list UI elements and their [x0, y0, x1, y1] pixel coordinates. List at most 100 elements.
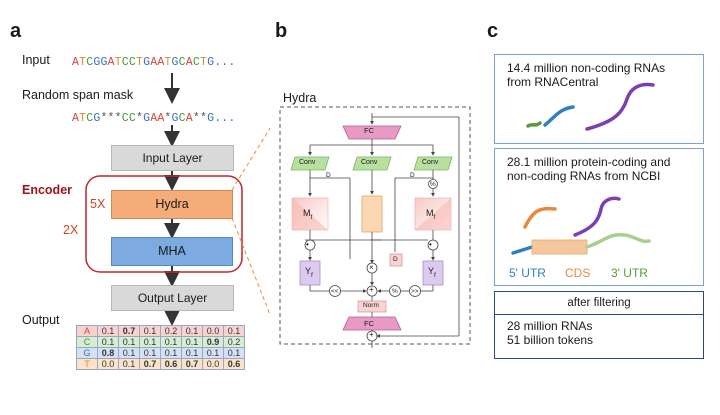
- mask-label: Random span mask: [22, 88, 134, 102]
- d-small-label: D: [393, 256, 398, 263]
- m-right-triangle: [415, 198, 451, 230]
- input-sequence-char: G: [207, 56, 215, 69]
- input-sequence-char: C: [121, 56, 129, 69]
- m-right-label: Mf: [426, 208, 435, 221]
- input-sequence-char: C: [178, 56, 186, 69]
- output-cell: 0.1: [223, 325, 245, 337]
- masked-sequence-char: C: [86, 112, 94, 125]
- filtering-line-1: 28 million RNAs: [507, 319, 593, 333]
- y-right-text: Y: [428, 266, 435, 276]
- ncrna-short-curve: [526, 121, 542, 128]
- gt-op-circle: [409, 285, 421, 297]
- m-right-text: M: [426, 208, 434, 218]
- utr5-segment: [511, 245, 534, 255]
- input-sequence-char: G: [171, 56, 179, 69]
- output-label: Output: [22, 313, 60, 327]
- masked-sequence-char: A: [72, 112, 80, 125]
- utr3-segment: [585, 232, 651, 249]
- hydra-frame: [279, 106, 471, 345]
- panel-letter-b: b: [275, 20, 288, 42]
- input-sequence-char: C: [86, 56, 94, 69]
- m-left-text: M: [303, 208, 311, 218]
- input-sequence-char: T: [79, 56, 87, 69]
- input-sequence-char: A: [185, 56, 193, 69]
- rnacentral-text: 14.4 million non-coding RNAs from RNACen…: [507, 61, 665, 89]
- d-left-label: D: [326, 172, 331, 179]
- shift2-label: %: [392, 288, 398, 295]
- output-cell: 0.1: [139, 336, 161, 348]
- encoder-frame: [85, 175, 243, 273]
- masked-sequence-char: G: [171, 112, 179, 125]
- ncbi-text: 28.1 million protein-coding and non-codi…: [507, 155, 670, 183]
- input-sequence: ATCGGATCCTGAATGCACTG...: [72, 56, 236, 69]
- ncrna-curves: [526, 82, 655, 131]
- masked-sequence-char: C: [178, 112, 186, 125]
- shift-op-label: %: [430, 181, 436, 188]
- d-right-label: D: [410, 172, 415, 179]
- dot-left-label: •: [306, 240, 309, 249]
- input-sequence-char: A: [107, 56, 115, 69]
- input-sequence-char: .: [228, 56, 236, 69]
- masked-sequence-char: A: [185, 112, 193, 125]
- input-sequence-char: T: [164, 56, 172, 69]
- masked-sequence-char: G: [207, 112, 215, 125]
- masked-sequence-char: T: [79, 112, 87, 125]
- fc-top-label: FC: [364, 126, 374, 135]
- input-sequence-char: T: [135, 56, 144, 69]
- input-label: Input: [22, 53, 50, 67]
- masked-sequence-char: *: [114, 112, 122, 125]
- input-sequence-char: G: [143, 56, 151, 69]
- fc-top-block: [342, 125, 402, 140]
- panel-a-arrows: [85, 73, 270, 326]
- y-left-label: Yf: [305, 266, 313, 279]
- panel-letter-a: a: [10, 20, 22, 42]
- input-sequence-char: A: [72, 56, 80, 69]
- output-cell: 0.1: [139, 347, 161, 359]
- output-cell: 0.6: [223, 358, 245, 370]
- masked-sequence-char: *: [135, 112, 144, 125]
- m-left-label: Mf: [303, 208, 312, 221]
- purple-rna-curve: [573, 196, 621, 237]
- m-left-sub: f: [310, 213, 313, 221]
- final-plus-label: +: [369, 330, 374, 339]
- dot-right-label: •: [429, 240, 432, 249]
- filtering-header: after filtering: [495, 292, 703, 315]
- encoder-label: Encoder: [22, 183, 73, 197]
- ncbi-line-2: non-coding RNAs from NCBI: [507, 169, 661, 183]
- zoom-line-bottom: [231, 217, 270, 316]
- cds-label: CDS: [565, 266, 591, 280]
- conv-mid: [352, 156, 392, 171]
- zoom-line-top: [231, 127, 270, 191]
- gt-label: >>: [411, 288, 419, 295]
- fc-bottom-block: [342, 316, 402, 331]
- masked-sequence-char: *: [199, 112, 208, 125]
- output-row-nucleotide: T: [76, 358, 98, 370]
- cds-segment: [531, 239, 588, 255]
- input-sequence-char: T: [114, 56, 122, 69]
- masked-sequence-char: *: [192, 112, 200, 125]
- masked-sequence-char: *: [164, 112, 172, 125]
- conv-left: [290, 156, 330, 171]
- times-label: ×: [369, 263, 374, 272]
- masked-sequence-char: *: [107, 112, 115, 125]
- utr3-label: 3' UTR: [611, 266, 648, 280]
- conv-mid-label: Conv: [361, 159, 378, 166]
- ncrna-long-curve: [585, 82, 655, 131]
- input-sequence-char: C: [192, 56, 200, 69]
- norm-label: Norm: [363, 302, 379, 309]
- mrna-diagram: [511, 196, 651, 255]
- y-left-sub: f: [311, 271, 313, 279]
- masked-sequence-char: *: [100, 112, 108, 125]
- lt-label: <<: [331, 288, 339, 295]
- ncrna-medium-curve: [543, 105, 575, 127]
- masked-sequence-char: .: [214, 112, 222, 125]
- y-left-text: Y: [305, 266, 312, 276]
- filtering-card: after filtering 28 million RNAs 51 billi…: [494, 291, 704, 359]
- panel-letter-c: c: [487, 20, 499, 42]
- input-sequence-char: G: [100, 56, 108, 69]
- y-right-label: Yf: [428, 266, 436, 279]
